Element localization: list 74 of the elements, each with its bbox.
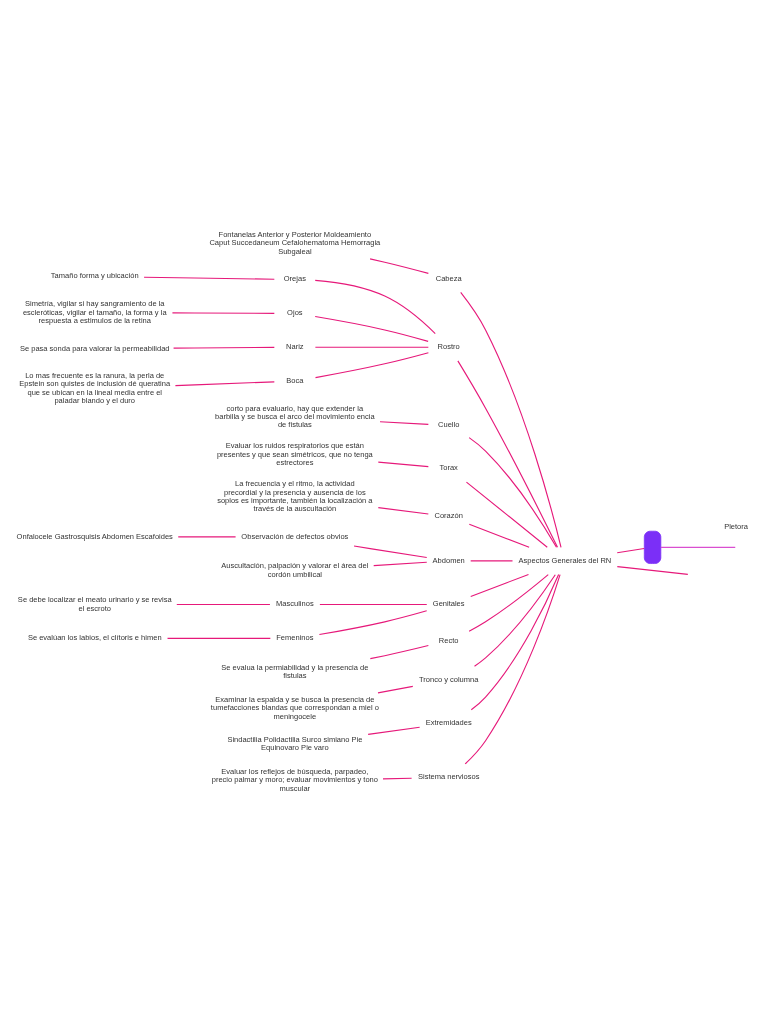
- connector: [314, 352, 429, 379]
- node-text: Se pasa sonda para valorar la permeabilidad: [19, 343, 170, 353]
- node-text: Femeninos: [276, 633, 314, 643]
- connector: [468, 523, 530, 548]
- connector: [166, 637, 271, 639]
- node-text: Ojos: [287, 308, 303, 318]
- connector: [314, 316, 429, 342]
- node-text: Observación de defectos obvios: [241, 531, 349, 541]
- node-text: Rostro: [437, 342, 460, 352]
- node-text: Nariz: [286, 342, 304, 352]
- node-text: Extremidades: [425, 718, 472, 728]
- connector: [616, 548, 645, 554]
- connector: [457, 360, 559, 548]
- connector: [318, 610, 428, 636]
- node-box: [643, 530, 662, 564]
- node-text: Tronco y columna: [418, 674, 479, 684]
- connector: [171, 312, 275, 314]
- connector: [473, 574, 556, 667]
- connector: [660, 546, 736, 548]
- connector: [377, 507, 429, 515]
- connector: [468, 437, 558, 548]
- connector: [377, 685, 414, 694]
- node-text: Evaluar los reflejos de búsqueda, parpadeo, precio palmar y moro; evaluar movimientos y tono muscular: [211, 767, 378, 793]
- node-text: Corazón: [434, 511, 463, 521]
- node-text: Recto: [438, 635, 459, 645]
- node-text: Auscultación, palpación y valorar el área del cordón umbilical: [221, 561, 369, 579]
- connector: [470, 573, 560, 711]
- connector: [460, 291, 562, 548]
- node-text: Se evalúan los labios, el clítoris e himen: [27, 633, 162, 643]
- connector: [314, 346, 429, 348]
- connector: [468, 574, 549, 632]
- node-text: Onfalocele Gastrosquisis Abdomen Escafoides: [16, 531, 173, 541]
- connector: [173, 346, 275, 349]
- connector: [382, 777, 413, 780]
- node-text: Cuello: [438, 420, 460, 430]
- node-text: Se evalua la permiabilidad y la presencia de fistulas: [221, 662, 369, 681]
- node-text: Se debe localizar el meato urinario y se revisa el escroto: [17, 595, 172, 613]
- node-text: Torax: [439, 463, 458, 473]
- connector: [616, 566, 689, 575]
- node-text: Sindactilia Polidactilia Surco simiano Pie Equinovaro Pie varo: [227, 735, 363, 753]
- connector: [465, 481, 548, 548]
- connector: [369, 258, 429, 274]
- connector: [176, 603, 271, 606]
- node-text: Masculinos: [276, 599, 314, 609]
- node-text: Sistema nerviosos: [417, 772, 480, 782]
- connector: [470, 573, 530, 597]
- connector: [470, 560, 514, 562]
- node-text: Genitales: [432, 599, 465, 609]
- connector: [379, 421, 429, 425]
- connector: [377, 461, 429, 468]
- connector: [174, 381, 275, 387]
- connector: [319, 603, 428, 606]
- connector: [369, 645, 429, 660]
- node-text: Tamaño forma y ubicación: [50, 271, 139, 281]
- connector: [143, 276, 275, 280]
- node-text: Orejas: [283, 274, 306, 284]
- node-text: corto para evaluarlo, hay que extender la barbilla y se busca el arco del movimiento encia de fistulas: [215, 403, 375, 430]
- node-text: Lo mas frecuente es la ranura, la perla de Epstein son quistes de inclusión dé queratina que se ubican en la lineal media entre el paladar blando y el duro: [19, 371, 171, 405]
- node-text: Fontanelas Anterior y Posterior Moldeamiento Caput Succedaneum Cefalohematoma Hemorragia Subgaleal: [209, 230, 381, 256]
- node-text: Aspectos Generales del RN: [518, 555, 612, 565]
- node-text: Evaluar los ruidos respiratorios que están presentes y que sean simétricos, que no tenga estrectores: [216, 441, 373, 467]
- node-text: Boca: [286, 375, 304, 385]
- node-text: Simetría, vigilar si hay sangramiento de la escleróticas, vigilar el tamaño, la forma y la respuesta a estimulos de la retina: [22, 299, 167, 325]
- connector: [373, 561, 428, 567]
- connector: [177, 536, 237, 538]
- node-text: La frecuencia y el ritmo, la actividad precordial y la presencia y ausencia de los soplos es importante, también la localización a través de la auscultación: [217, 479, 373, 514]
- label: Pletora: [724, 521, 748, 531]
- connector: [464, 574, 561, 765]
- connector: [367, 726, 421, 735]
- node-text: Examinar la espalda y se busca la presencia de tumefacciones blandas que correspondan a miel o meningocele: [210, 694, 379, 721]
- node-text: Cabeza: [435, 273, 462, 283]
- node-text: Abdomen: [432, 555, 465, 565]
- connector: [314, 279, 436, 335]
- connector: [353, 545, 428, 559]
